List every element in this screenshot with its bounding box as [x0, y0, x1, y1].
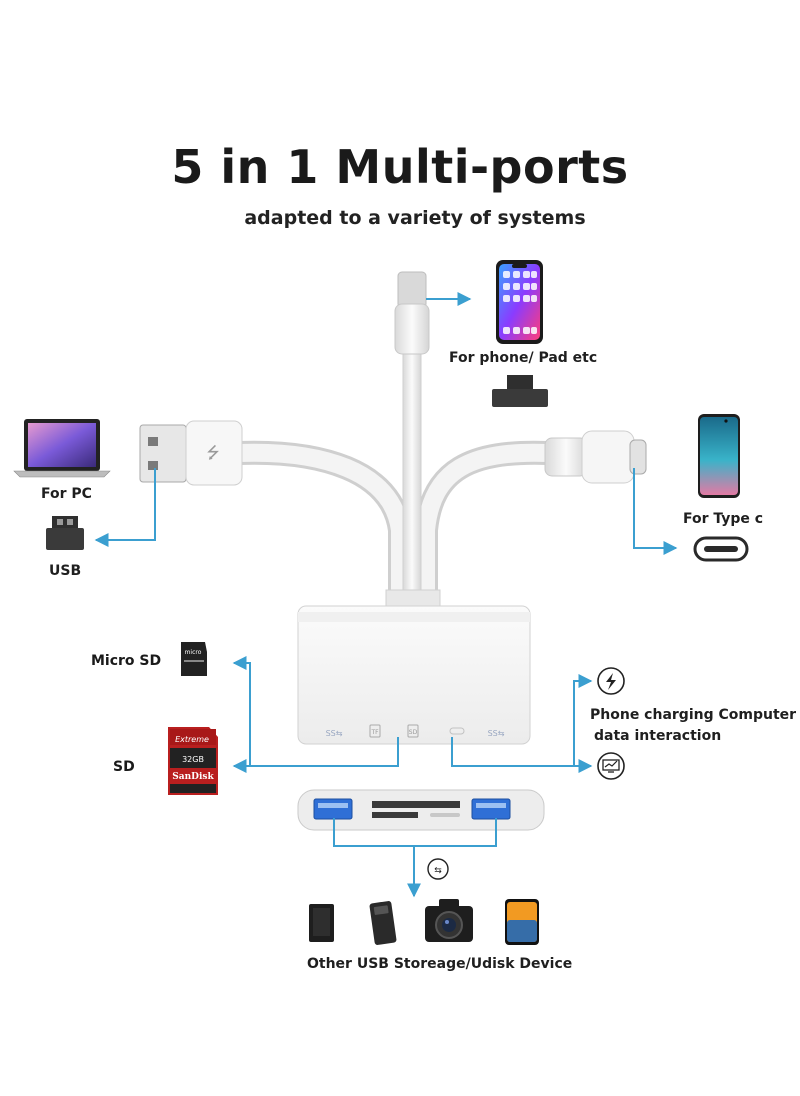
- label-phone-pad: For phone/ Pad etc: [449, 350, 598, 366]
- lightning-port-icon: [492, 375, 548, 407]
- hub-mark-right-usb: SS⇆: [488, 729, 505, 738]
- android-phone-icon: [698, 414, 740, 498]
- hub-mark-left-usb: SS⇆: [326, 729, 343, 738]
- svg-text:⭍: ⭍: [206, 443, 219, 462]
- laptop-icon: [13, 419, 111, 478]
- cable-lightning: [402, 344, 422, 608]
- svg-text:⇆: ⇆: [434, 866, 442, 876]
- hard-drive-icon: [309, 904, 334, 942]
- cable-usb-c: [414, 440, 560, 616]
- sd-card-brand-top: Extreme: [175, 735, 209, 744]
- label-for-pc: For PC: [41, 486, 92, 502]
- label-other-devices: Other USB Storeage/Udisk Device: [307, 956, 573, 972]
- portable-ssd-icon: [369, 901, 397, 945]
- sd-card-icon: Extreme 32GB SanDisk: [168, 727, 218, 795]
- iphone-icon: [496, 260, 543, 344]
- connection-arrows: [94, 292, 678, 898]
- label-charging-line2: data interaction: [594, 728, 722, 744]
- label-sd: SD: [113, 759, 135, 775]
- microsd-card-icon: micro: [181, 642, 207, 676]
- usb-c-connector: [544, 430, 647, 484]
- lightning-connector: [394, 271, 430, 355]
- sd-card-capacity: 32GB: [182, 755, 204, 764]
- cable-usb-a: [226, 440, 412, 616]
- hub-bottom-face: [297, 789, 545, 831]
- huawei-phone-icon: [505, 899, 539, 945]
- hub-body: SS⇆ TF SD SS⇆: [297, 605, 531, 745]
- lightning-bolt-icon: [597, 667, 625, 695]
- label-charging-line1: Phone charging Computer: [590, 707, 797, 723]
- sd-card-brand-bottom: SanDisk: [172, 772, 214, 782]
- usb-c-port-icon: [693, 536, 749, 562]
- hub-mark-sd: SD: [409, 729, 418, 736]
- page-subtitle: adapted to a variety of systems: [244, 207, 586, 229]
- page-title: 5 in 1 Multi-ports: [171, 140, 629, 194]
- camera-icon: [425, 899, 473, 942]
- label-usb: USB: [49, 563, 82, 579]
- monitor-chart-icon: [597, 752, 625, 780]
- usb-a-connector: ⭍: [139, 420, 243, 486]
- hub-mark-tf: TF: [370, 729, 379, 736]
- label-micro-sd: Micro SD: [91, 653, 162, 669]
- label-type-c: For Type c: [683, 511, 764, 527]
- svg-text:micro: micro: [185, 649, 202, 656]
- usb-a-port-icon: [46, 516, 84, 550]
- usb-symbol-icon: ⇆: [427, 858, 449, 880]
